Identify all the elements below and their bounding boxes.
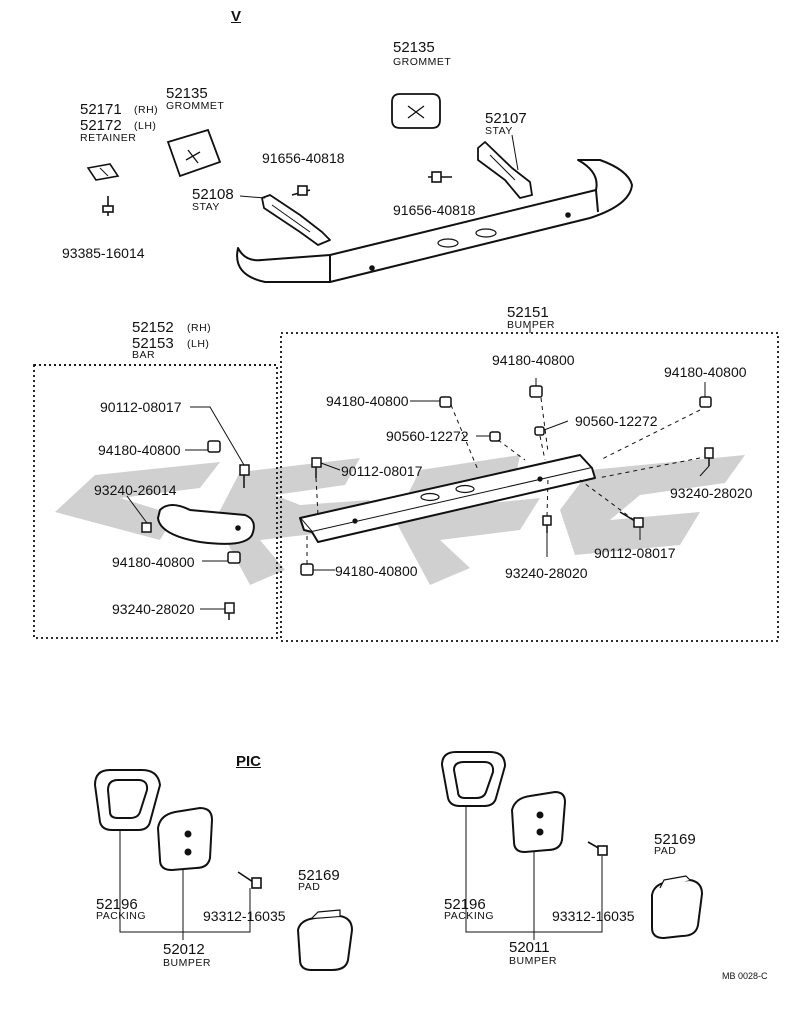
bolt-93385	[102, 196, 114, 216]
label-52151-num: 52151	[507, 304, 549, 321]
label-52135-left-name: GROMMET	[166, 100, 225, 112]
label-bmp-94180-c: 94180-40800	[326, 393, 409, 409]
label-right-52169-name: PAD	[654, 845, 677, 857]
bar-group-box	[33, 364, 278, 639]
pad-52169-right	[651, 875, 703, 939]
bolt-91656-b	[428, 171, 452, 183]
pic-left-leaders	[119, 830, 251, 940]
leader-lines-v	[239, 134, 519, 199]
label-52108-num: 52108	[192, 186, 234, 203]
label-right-52196-name: PACKING	[444, 910, 494, 922]
label-bmp-90560-a: 90560-12272	[386, 428, 469, 444]
label-52108-name: STAY	[192, 201, 220, 213]
bolt-93312-left	[237, 871, 262, 889]
label-52171-num: 52171	[80, 101, 122, 118]
label-52107-num: 52107	[485, 110, 527, 127]
bumper-dashed-guides	[306, 397, 701, 564]
bumper-52011	[511, 791, 566, 853]
drawing-code: MB 0028-C	[722, 971, 768, 981]
label-bmp-90112-a: 90112-08017	[341, 463, 423, 479]
packing-52196-left	[94, 769, 161, 831]
label-bar-90112: 90112-08017	[100, 399, 182, 415]
label-left-52169-num: 52169	[298, 867, 340, 884]
label-52107-name: STAY	[485, 125, 513, 137]
label-bmp-90112-b: 90112-08017	[594, 545, 676, 561]
label-52153-num: 52153	[132, 335, 174, 352]
label-52172-num: 52172	[80, 117, 122, 134]
label-52172-name: RETAINER	[80, 132, 137, 144]
stay-52107	[477, 141, 533, 199]
bar-leaders	[126, 406, 245, 610]
label-91656-b: 91656-40818	[393, 202, 476, 218]
label-52135-right-num: 52135	[393, 39, 435, 56]
label-left-52196-num: 52196	[96, 896, 138, 913]
label-right-52011-num: 52011	[509, 939, 550, 956]
label-52135-right-name: GROMMET	[393, 56, 452, 68]
label-right-52196-num: 52196	[444, 896, 486, 913]
label-bmp-93240-a: 93240-28020	[505, 565, 588, 581]
bumper-52151	[299, 454, 596, 543]
label-bar-93240-b: 93240-28020	[112, 601, 195, 617]
label-52152-side: (RH)	[187, 322, 212, 334]
label-right-52011-name: BUMPER	[509, 955, 557, 967]
label-bar-94180-a: 94180-40800	[98, 442, 181, 458]
label-52135-left-num: 52135	[166, 85, 208, 102]
label-52151-name: BUMPER	[507, 319, 555, 331]
pic-right-leaders	[465, 806, 603, 940]
label-bmp-93240-b: 93240-28020	[670, 485, 753, 501]
label-bar-93240-a: 93240-26014	[94, 482, 177, 498]
label-left-52169-name: PAD	[298, 881, 321, 893]
label-91656-a: 91656-40818	[262, 150, 345, 166]
label-52172-side: (LH)	[134, 120, 157, 132]
label-52152-num: 52152	[132, 319, 174, 336]
label-left-52012-num: 52012	[163, 941, 205, 958]
label-right-52169-num: 52169	[654, 831, 696, 848]
section-v-title: V	[231, 8, 242, 25]
label-bmp-94180-a: 94180-40800	[492, 352, 575, 368]
pad-52169-left	[297, 909, 353, 971]
bar-52152	[157, 504, 255, 545]
label-left-52196-name: PACKING	[96, 910, 146, 922]
bumper-leaders	[313, 378, 710, 571]
bar-fasteners	[141, 440, 250, 620]
label-bmp-94180-d: 94180-40800	[335, 563, 418, 579]
stay-52108	[261, 194, 331, 246]
grommet-52135-right	[391, 93, 441, 129]
label-right-93312: 93312-16035	[552, 908, 635, 924]
bumper-52012	[157, 807, 213, 871]
bolt-91656-a	[291, 185, 311, 196]
label-93385: 93385-16014	[62, 245, 145, 261]
packing-52196-right	[441, 751, 506, 807]
retainer-52171	[86, 163, 120, 181]
section-pic-title: PIC	[236, 753, 262, 770]
label-52153-side: (LH)	[187, 338, 210, 350]
label-bar-94180-b: 94180-40800	[112, 554, 195, 570]
label-left-52012-name: BUMPER	[163, 957, 211, 969]
rear-bumper-assembly	[236, 159, 633, 283]
bumper-group-box	[280, 332, 779, 642]
grommet-52135-left	[166, 128, 222, 178]
label-52171-side: (RH)	[134, 104, 159, 116]
label-52153-name: BAR	[132, 349, 156, 361]
bolt-93312-right	[587, 841, 608, 856]
label-bmp-94180-b: 94180-40800	[664, 364, 747, 380]
label-left-93312: 93312-16035	[203, 908, 286, 924]
label-bmp-90560-b: 90560-12272	[575, 413, 658, 429]
